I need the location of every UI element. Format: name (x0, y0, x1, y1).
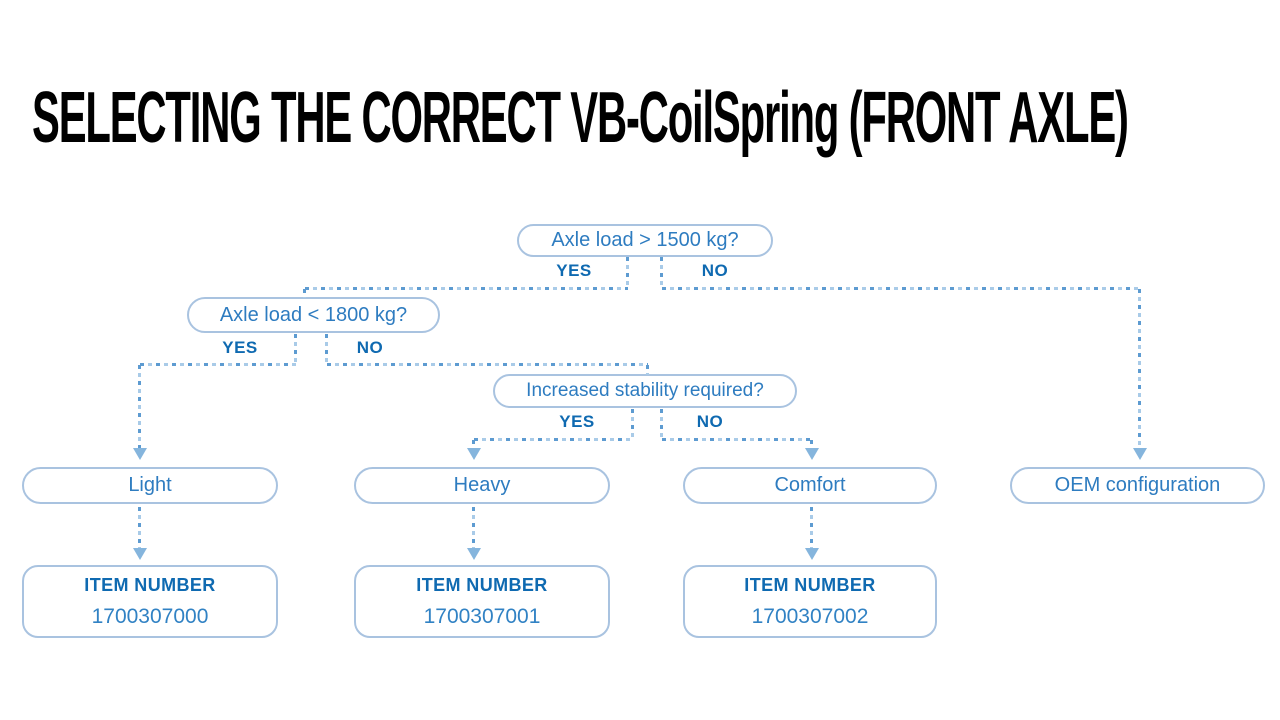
outcome-comfort-label: Comfort (774, 474, 846, 496)
arrow-into-oem (1133, 448, 1147, 460)
connector-q2-no-horizontal (327, 363, 648, 366)
branch-label-q2-no: NO (356, 338, 384, 357)
connector-q3-no-to-comfort (810, 440, 813, 448)
item-box-light: ITEM NUMBER 1700307000 (22, 565, 278, 638)
arrow-into-light (133, 448, 147, 460)
connector-heavy-to-item (472, 507, 475, 548)
connector-comfort-to-item (810, 507, 813, 548)
item-number-comfort: 1700307002 (751, 604, 869, 628)
outcome-light: Light (22, 467, 278, 504)
connector-light-to-item (138, 507, 141, 548)
item-number-light: 1700307000 (91, 604, 209, 628)
connector-q1-yes-horizontal (305, 287, 628, 290)
connector-q2-no-stub (325, 334, 328, 363)
decision-axle-load-1500: Axle load > 1500 kg? (517, 224, 773, 257)
decision-axle-load-1800: Axle load < 1800 kg? (187, 297, 440, 333)
outcome-oem-configuration-label: OEM configuration (1054, 474, 1221, 496)
item-heading-light: ITEM NUMBER (84, 574, 216, 595)
connector-q1-no-horizontal (662, 287, 1140, 290)
item-heading-heavy: ITEM NUMBER (416, 574, 548, 595)
branch-label-q3-yes: YES (559, 412, 595, 431)
connector-q2-yes-to-light (138, 365, 141, 448)
connector-q1-no-stub (660, 257, 663, 287)
branch-label-q1-no: NO (701, 261, 729, 280)
branch-label-q3-no: NO (696, 412, 724, 431)
page-title-text: SELECTING THE CORRECT VB-CoilSpring (FRO… (32, 78, 1129, 158)
arrow-into-heavy (467, 448, 481, 460)
connector-q2-yes-stub (294, 334, 297, 363)
decision-axle-load-1500-label: Axle load > 1500 kg? (551, 229, 739, 251)
arrow-into-item-heavy (467, 548, 481, 560)
connector-q1-yes-stub (626, 257, 629, 287)
connector-q3-no-stub (660, 409, 663, 438)
outcome-heavy-label: Heavy (453, 474, 511, 496)
item-heading-comfort: ITEM NUMBER (744, 574, 876, 595)
arrow-into-item-light (133, 548, 147, 560)
connector-q3-no-horizontal (662, 438, 812, 441)
outcome-oem-configuration: OEM configuration (1010, 467, 1265, 504)
item-box-comfort: ITEM NUMBER 1700307002 (683, 565, 937, 638)
branch-label-q2-yes: YES (222, 338, 258, 357)
outcome-light-label: Light (128, 474, 172, 496)
connector-q1-no-to-oem (1138, 289, 1141, 448)
decision-increased-stability: Increased stability required? (493, 374, 797, 408)
connector-q3-yes-horizontal (474, 438, 633, 441)
arrow-into-item-comfort (805, 548, 819, 560)
connector-q2-yes-horizontal (140, 363, 296, 366)
decision-increased-stability-label: Increased stability required? (526, 380, 764, 401)
item-number-heavy: 1700307001 (423, 604, 541, 628)
connector-q1-yes-to-q2 (303, 289, 306, 298)
outcome-comfort: Comfort (683, 467, 937, 504)
outcome-heavy: Heavy (354, 467, 610, 504)
item-box-heavy: ITEM NUMBER 1700307001 (354, 565, 610, 638)
decision-axle-load-1800-label: Axle load < 1800 kg? (219, 303, 408, 326)
connector-q3-yes-stub (631, 409, 634, 438)
connector-q3-yes-to-heavy (472, 440, 475, 448)
arrow-into-comfort (805, 448, 819, 460)
branch-label-q1-yes: YES (556, 261, 592, 280)
page-title: SELECTING THE CORRECT VB-CoilSpring (FRO… (32, 82, 1280, 154)
connector-q2-no-to-q3 (646, 365, 649, 375)
